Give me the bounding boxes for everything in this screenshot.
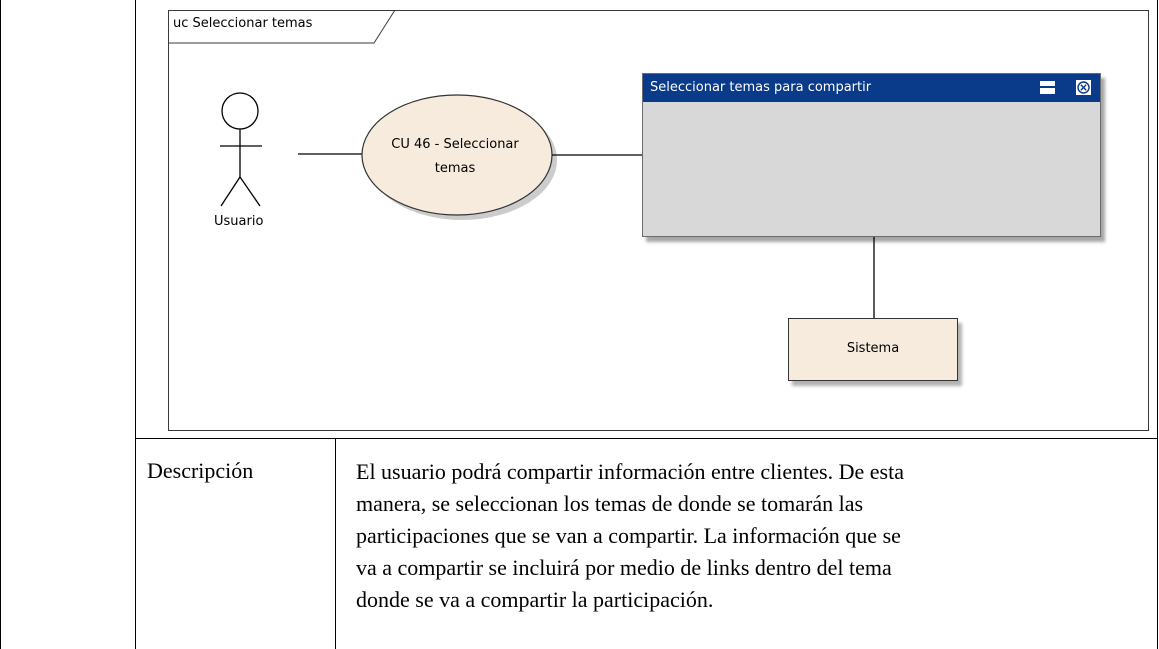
frame-label: uc Seleccionar temas xyxy=(173,16,313,31)
maximize-icon[interactable] xyxy=(1040,81,1055,94)
table-row-divider xyxy=(135,438,1158,439)
usecase-label-line2: temas xyxy=(434,161,476,176)
actor-right-leg xyxy=(239,176,261,207)
table-border-right xyxy=(1157,0,1158,649)
boundary-window[interactable]: Seleccionar temas para compartir xyxy=(642,73,1101,237)
system-box[interactable]: Sistema xyxy=(788,318,958,381)
usecase-label: CU 46 - Seleccionar temas xyxy=(370,133,540,181)
frame-tab xyxy=(168,10,396,44)
table-cell-divider xyxy=(335,438,336,649)
description-line: manera, se seleccionan los temas de dond… xyxy=(356,491,864,516)
actor-label: Usuario xyxy=(214,214,264,229)
system-label: Sistema xyxy=(846,341,900,356)
usecase-label-line1: CU 46 - Seleccionar xyxy=(391,137,519,152)
close-icon[interactable] xyxy=(1076,80,1091,95)
table-border-left xyxy=(0,0,1,649)
actor-head xyxy=(221,92,259,130)
boundary-title: Seleccionar temas para compartir xyxy=(650,80,872,95)
description-label: Descripción xyxy=(147,458,254,483)
description-line: donde se va a compartir la participación… xyxy=(356,587,714,612)
table-column-divider xyxy=(135,0,136,649)
boundary-titlebar[interactable]: Seleccionar temas para compartir xyxy=(643,74,1100,102)
description-line: participaciones que se van a compartir. … xyxy=(356,523,901,548)
actor-figure[interactable] xyxy=(220,92,262,207)
description-line: El usuario podrá compartir información e… xyxy=(356,459,904,484)
actor-left-leg xyxy=(220,176,241,207)
description-text: El usuario podrá compartir información e… xyxy=(356,456,1156,616)
description-line: va a compartir se incluirá por medio de … xyxy=(356,555,892,580)
